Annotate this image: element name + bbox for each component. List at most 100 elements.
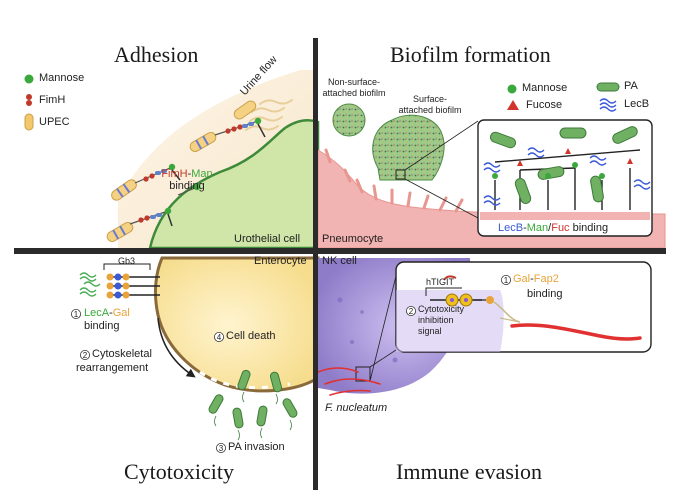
legend-fimh-label: FimH: [39, 94, 66, 106]
zoom-line-2: [404, 178, 479, 219]
inset-cell-surface: [480, 212, 650, 220]
biofilm-quadrant: [317, 82, 666, 249]
htigit-label: hTIGIT: [426, 277, 455, 287]
leca-gal-label: LecA-Gal: [84, 307, 130, 319]
legend-pa-label: PA: [624, 80, 638, 92]
horizontal-divider: [14, 248, 666, 254]
inhibition-line-3: signal: [418, 326, 442, 336]
binding-text: binding: [169, 180, 205, 192]
gal-text: Gal: [112, 307, 130, 319]
fusobacterium-label: F. nucleatum: [325, 402, 388, 414]
lecb-inset-box: [477, 119, 653, 237]
non-surface-biofilm: [332, 103, 366, 137]
step-badges: [71, 274, 511, 453]
dash-text: -: [187, 168, 192, 180]
gb3-receptors: [103, 263, 160, 299]
lecb-text: LecB: [498, 222, 524, 234]
lecb-man-fuc-binding-label: LecB-Man/Fuc binding: [498, 222, 609, 234]
step3-number: 3: [218, 444, 224, 453]
inhibition-line-2: inhibition: [418, 315, 454, 325]
pa-flagella: [214, 391, 292, 441]
legend-mannose-label: Mannose: [39, 72, 85, 84]
cytoskeletal-line-1: Cytoskeletal: [92, 348, 152, 360]
gal-fap2-binding-word: binding: [527, 288, 563, 300]
zoom-box-small: [395, 169, 406, 180]
pa-icon: [596, 82, 620, 92]
gal-fap2-label: Gal-Fap2: [513, 273, 559, 285]
blue-pili: [150, 122, 254, 219]
gal-text-2: Gal: [513, 273, 531, 285]
gb3-label: Gb3: [118, 256, 136, 266]
enterocyte-cell: [153, 256, 320, 393]
upec-icon: [24, 113, 34, 131]
enterocyte-label: Enterocyte: [254, 255, 307, 267]
binding-text-2: binding: [572, 222, 609, 234]
inset-mannose: [492, 162, 605, 179]
non-surface-line-1: Non-surface-: [327, 77, 381, 87]
fimh-beads: [138, 124, 243, 223]
adhesion-quadrant: [24, 70, 320, 250]
legend-upec-label: UPEC: [39, 116, 70, 128]
fap2-text: Fap2: [533, 273, 559, 285]
htigit-receptor: [425, 275, 482, 307]
legend-lecb-label: LecB: [624, 98, 650, 110]
surface-biofilm: [372, 114, 445, 181]
cilia: [324, 148, 464, 213]
inset-nk-membrane: [396, 290, 504, 352]
man-text: Man: [191, 168, 213, 180]
inset-lecb: [483, 147, 651, 206]
immune-evasion-title: Immune evasion: [396, 459, 543, 484]
fimh-text: FimH: [161, 168, 188, 180]
pneumocyte-label: Pneumocyte: [322, 233, 384, 245]
fimh-icon: [26, 94, 32, 106]
immune-step2-number: 2: [408, 307, 414, 316]
leca-binding-word: binding: [84, 320, 120, 332]
cell-death-label: Cell death: [226, 330, 276, 342]
urothelial-cell: [148, 119, 320, 250]
receptor-stalks: [167, 123, 266, 227]
inset-fusobacterium: [510, 323, 642, 341]
mannose-icon: [507, 84, 517, 94]
lecb-icon: [599, 98, 617, 112]
mannose-residues: [164, 117, 262, 215]
immune-step1-number: 1: [503, 276, 509, 285]
fuc-text: Fuc: [551, 222, 570, 234]
cytotoxicity-quadrant: [79, 256, 320, 441]
inset-fuso-line: [499, 317, 521, 323]
biofilm-title: Biofilm formation: [390, 42, 551, 67]
legend-mannose-label-2: Mannose: [522, 82, 568, 94]
man-text-2: Man: [526, 222, 549, 234]
mannose-icon: [24, 74, 34, 84]
cytotoxicity-title: Cytotoxicity: [124, 459, 234, 484]
non-surface-line-2: attached biofilm: [322, 88, 386, 98]
inhibition-line-1: Cytotoxicity: [418, 304, 465, 314]
rearrangement-arrow: [157, 317, 196, 378]
fimh-man-binding-label: FimH-Man binding: [152, 168, 222, 192]
legend-fucose-label: Fucose: [526, 99, 563, 111]
upec-bacteria: [106, 100, 257, 242]
urine-flow-lines: [245, 99, 293, 131]
surface-line-2: attached biofilm: [398, 105, 462, 115]
step1-number: 1: [73, 310, 79, 319]
urothelial-cell-label: Urothelial cell: [234, 233, 301, 245]
immune-quadrant: [317, 258, 652, 396]
cytoskeletal-line-2: rearrangement: [76, 362, 149, 374]
leca-text: LecA: [84, 307, 110, 319]
fusobacteria: [317, 367, 381, 396]
step4-number: 4: [216, 333, 222, 342]
inset-fucose: [517, 148, 633, 166]
surface-line-1: Surface-: [412, 94, 447, 104]
inset-pa-rods: [489, 126, 638, 205]
non-surface-biofilm-label: Non-surface- attached biofilm: [318, 77, 390, 99]
immune-zoom-box-small: [355, 366, 371, 382]
vertical-divider: [313, 38, 318, 490]
adhesion-title: Adhesion: [114, 42, 199, 67]
nk-cell-label: NK cell: [322, 255, 357, 267]
leca-proteins: [79, 272, 101, 297]
zoom-line-1: [404, 120, 479, 171]
immune-zoom-line-2: [369, 275, 397, 382]
fucose-icon: [507, 100, 519, 110]
pa-invasion-label: PA invasion: [228, 441, 285, 453]
surface-biofilm-label: Surface- attached biofilm: [392, 94, 468, 116]
